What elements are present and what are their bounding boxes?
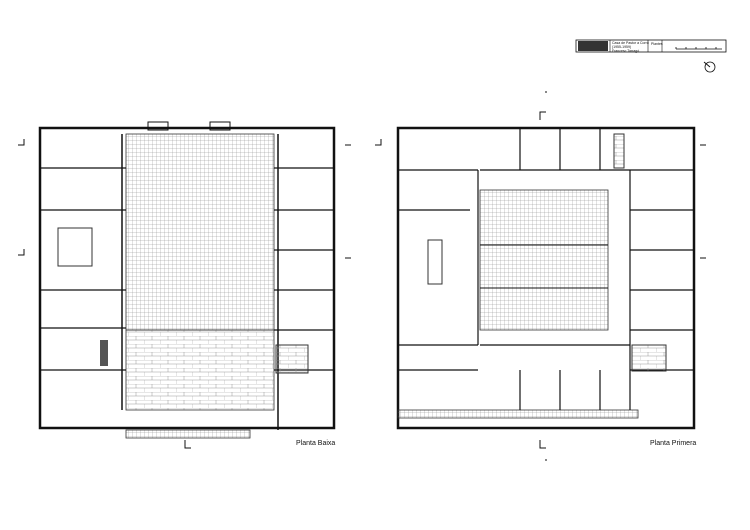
project-info: Casa de Pastor a Corró (1955-1959) Franc… bbox=[612, 41, 649, 53]
north-arrow-icon bbox=[703, 61, 716, 73]
plan-label-first: Planta Primera bbox=[650, 440, 697, 447]
plan-first-floor bbox=[375, 91, 706, 461]
plan-label-ground: Planta Baixa bbox=[296, 440, 336, 447]
title-block bbox=[575, 39, 727, 53]
scale-bar-icon bbox=[675, 47, 722, 50]
project-architect: Francesc Tarragó bbox=[612, 49, 640, 53]
sheet-label: Plantes bbox=[651, 42, 663, 46]
plan-ground-floor bbox=[18, 121, 351, 449]
project-dates: (1955-1959) bbox=[612, 45, 632, 49]
project-name: Casa de Pastor a Corró bbox=[612, 41, 649, 45]
